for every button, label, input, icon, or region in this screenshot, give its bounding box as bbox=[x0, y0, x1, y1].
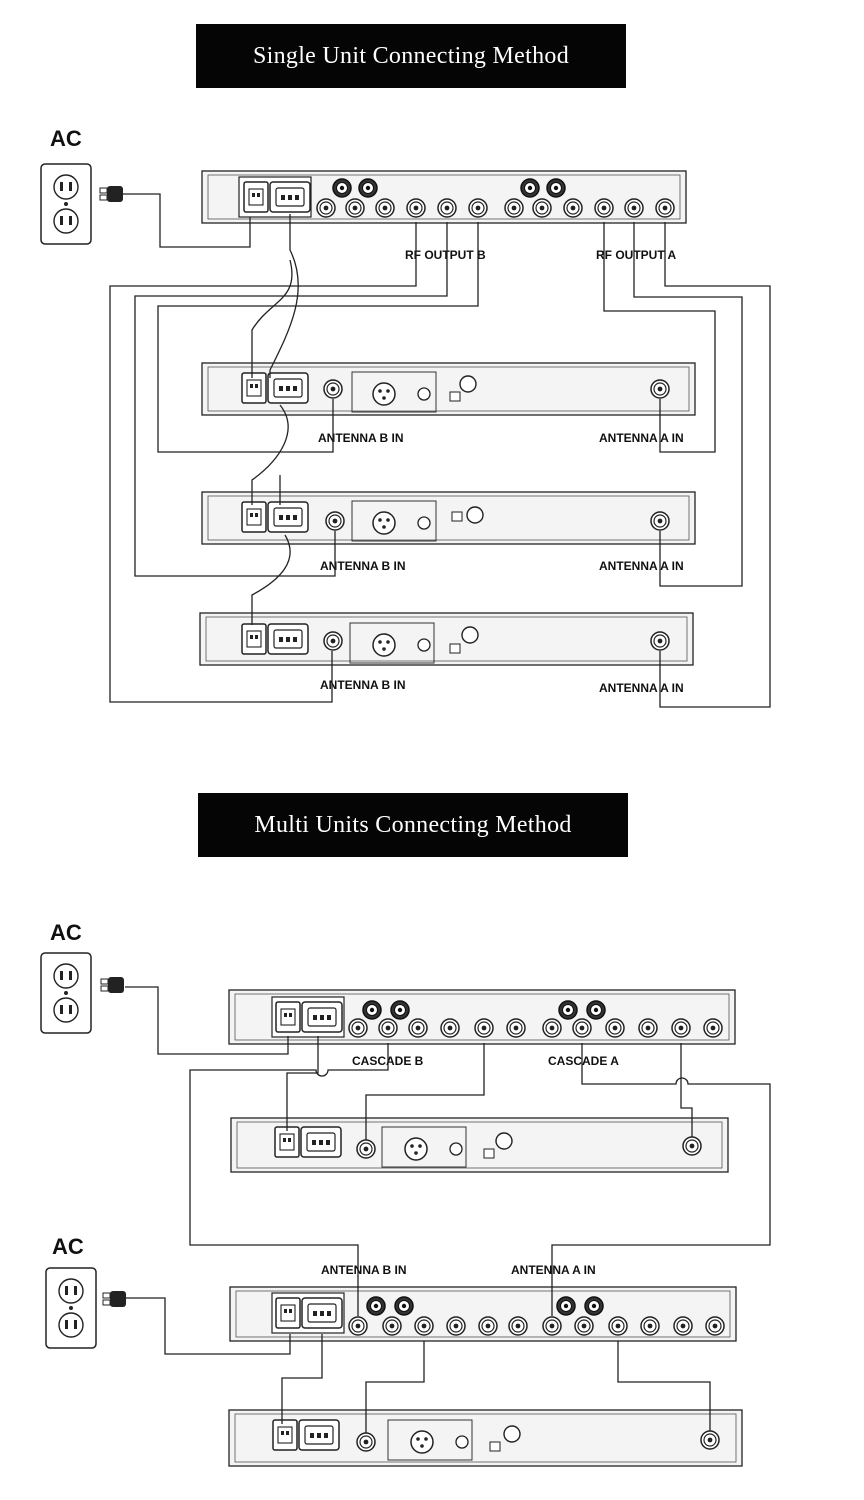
receiver-2-antenna-a-label: ANTENNA A IN bbox=[599, 559, 684, 573]
multi-ac-label-2: AC bbox=[52, 1234, 84, 1259]
receiver-1-antenna-a-label: ANTENNA A IN bbox=[599, 431, 684, 445]
single-ac-label: AC bbox=[50, 126, 82, 151]
xlr-connector-icon bbox=[372, 382, 396, 406]
multi-receiver-unit-1 bbox=[230, 1117, 729, 1173]
rf-output-a-label: RF OUTPUT A bbox=[596, 248, 677, 262]
ac-outlet-icon bbox=[40, 163, 92, 245]
ac-outlet-icon bbox=[45, 1267, 97, 1349]
ac-outlet-icon bbox=[40, 952, 92, 1034]
power-plug-icon bbox=[100, 976, 125, 994]
multi-distribution-unit-1 bbox=[228, 989, 736, 1045]
multi-units-title: Multi Units Connecting Method bbox=[198, 793, 628, 857]
cascade-a-label: CASCADE A bbox=[548, 1054, 619, 1068]
multi-distribution-unit-2 bbox=[229, 1286, 737, 1342]
receiver-2-antenna-b-label: ANTENNA B IN bbox=[320, 559, 406, 573]
receiver-unit-2 bbox=[201, 491, 696, 545]
iec-power-socket-icon bbox=[243, 181, 269, 213]
receiver-1-antenna-b-label: ANTENNA B IN bbox=[318, 431, 404, 445]
power-plug-icon bbox=[99, 185, 124, 203]
receiver-unit-3 bbox=[199, 612, 694, 666]
multi-receiver-unit-2 bbox=[228, 1409, 743, 1467]
single-unit-title: Single Unit Connecting Method bbox=[196, 24, 626, 88]
rf-output-b-label: RF OUTPUT B bbox=[405, 248, 486, 262]
multi-ac-label-1: AC bbox=[50, 920, 82, 945]
multi-antenna-b-in-label: ANTENNA B IN bbox=[321, 1263, 407, 1277]
iec-power-socket-icon bbox=[269, 181, 311, 213]
receiver-unit-1 bbox=[201, 362, 696, 416]
bnc-connector-icon bbox=[323, 379, 343, 399]
single-wiring bbox=[109, 193, 771, 708]
antenna-distribution-unit bbox=[201, 170, 687, 224]
receiver-3-antenna-a-label: ANTENNA A IN bbox=[599, 681, 684, 695]
multi-antenna-a-in-label: ANTENNA A IN bbox=[511, 1263, 596, 1277]
power-plug-icon bbox=[102, 1290, 127, 1308]
receiver-3-antenna-b-label: ANTENNA B IN bbox=[320, 678, 406, 692]
multi-wiring bbox=[125, 986, 771, 1433]
